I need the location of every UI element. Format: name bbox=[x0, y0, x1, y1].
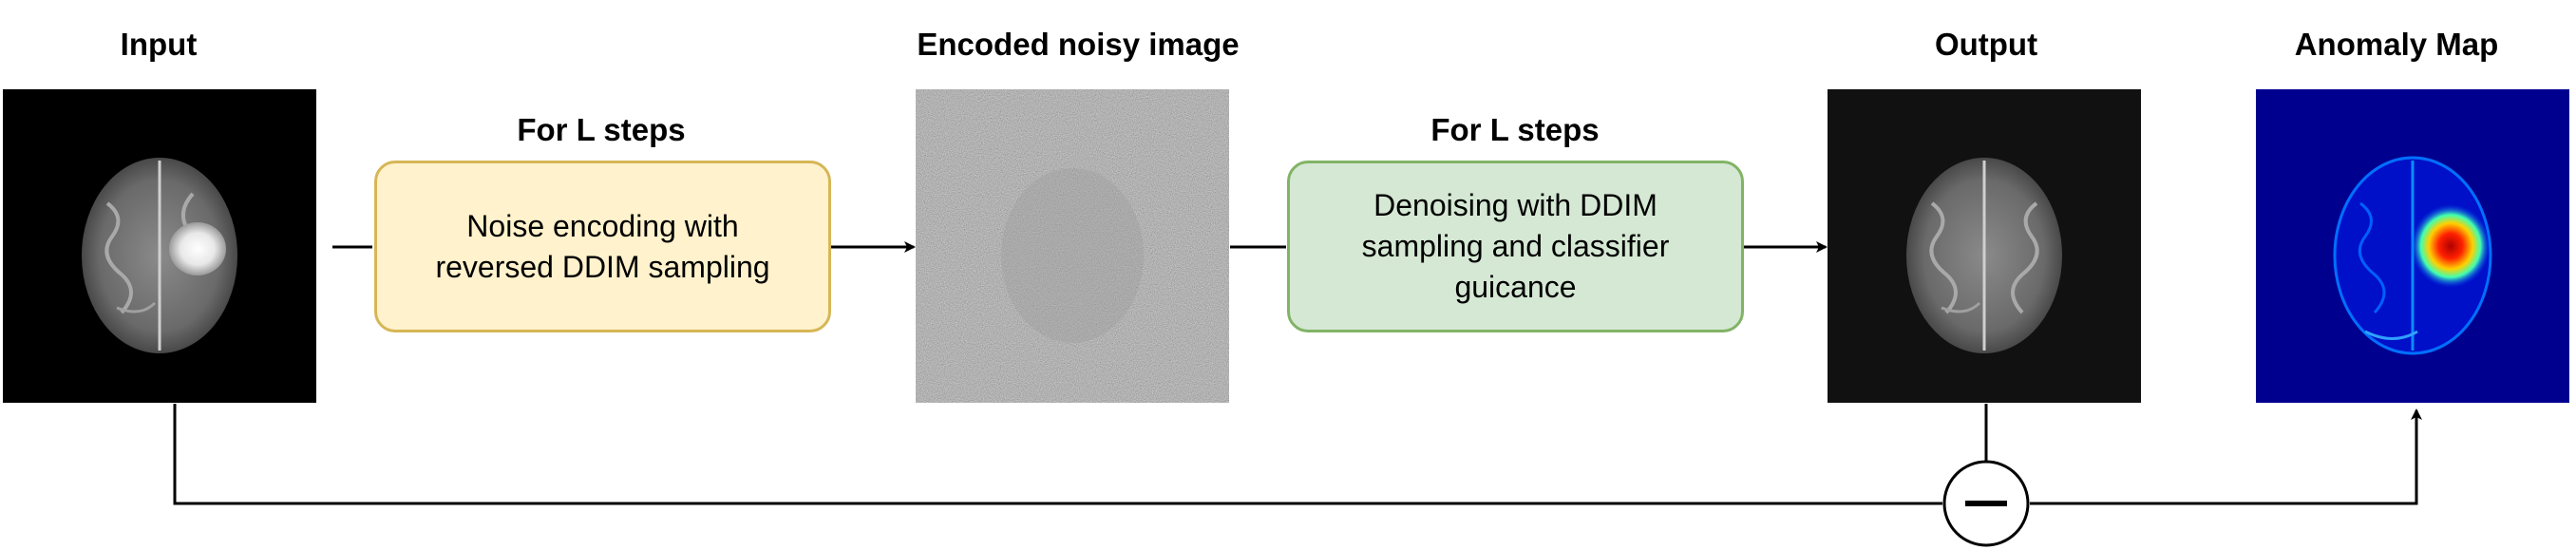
input-image bbox=[3, 89, 316, 403]
step2-box: Denoising with DDIM sampling and classif… bbox=[1287, 161, 1744, 332]
step1-text: Noise encoding with reversed DDIM sampli… bbox=[435, 206, 769, 288]
arrow-subtract-to-anomaly bbox=[2030, 408, 2422, 505]
step2-heading: For L steps bbox=[1430, 112, 1600, 147]
output-label: Output bbox=[1934, 27, 2038, 62]
input-label: Input bbox=[120, 27, 198, 62]
step1-text-line: Noise encoding with bbox=[466, 208, 739, 243]
step1-box: Noise encoding with reversed DDIM sampli… bbox=[374, 161, 831, 332]
step2-text-line: sampling and classifier bbox=[1361, 229, 1670, 263]
encoded-noisy-image bbox=[916, 89, 1229, 403]
output-image bbox=[1828, 89, 2141, 403]
anomaly-label: Anomaly Map bbox=[2294, 27, 2499, 62]
step2-text-line: guicance bbox=[1454, 270, 1577, 304]
subtract-operator bbox=[1942, 460, 2030, 547]
anomaly-map-image bbox=[2256, 89, 2569, 403]
connector-input-to-subtract bbox=[173, 404, 1942, 505]
step1-text-line: reversed DDIM sampling bbox=[435, 249, 770, 284]
step2-text: Denoising with DDIM sampling and classif… bbox=[1362, 185, 1670, 308]
step2-text-line: Denoising with DDIM bbox=[1373, 188, 1657, 222]
encoded-label: Encoded noisy image bbox=[917, 27, 1240, 62]
step1-heading: For L steps bbox=[517, 112, 686, 147]
